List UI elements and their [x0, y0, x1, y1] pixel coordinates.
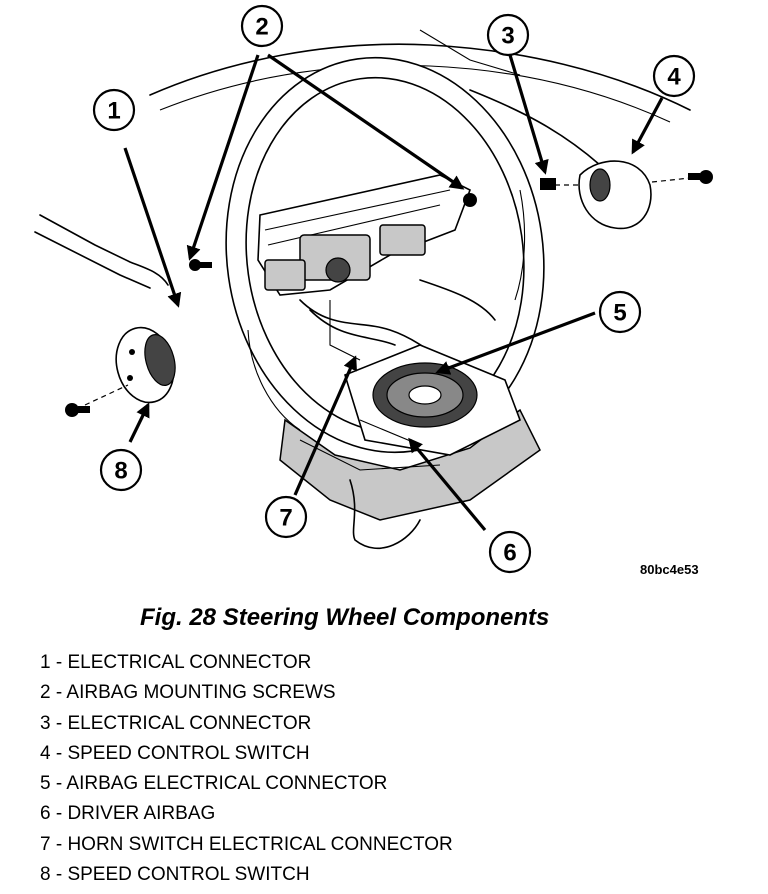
speed-control-switch-left — [65, 326, 176, 417]
svg-text:4: 4 — [667, 64, 681, 91]
svg-text:1: 1 — [107, 98, 120, 125]
callout-2: 2 — [240, 4, 284, 48]
legend-item: 6 - DRIVER AIRBAG — [40, 803, 216, 825]
steering-column — [279, 408, 541, 550]
legend-item: 3 - ELECTRICAL CONNECTOR — [40, 712, 312, 734]
callout-7: 7 — [264, 495, 308, 539]
legend-list: 1 - ELECTRICAL CONNECTOR 2 - AIRBAG MOUN… — [40, 648, 453, 890]
svg-text:5: 5 — [613, 300, 626, 327]
figure-code: 80bc4e53 — [640, 562, 699, 577]
legend-item: 2 - AIRBAG MOUNTING SCREWS — [40, 682, 336, 704]
legend-item: 7 - HORN SWITCH ELECTRICAL CONNECTOR — [40, 833, 453, 855]
svg-text:3: 3 — [501, 23, 514, 50]
driver-airbag — [344, 344, 522, 456]
legend-item: 1 - ELECTRICAL CONNECTOR — [40, 652, 312, 673]
figure-caption: Fig. 28 Steering Wheel Components — [140, 604, 550, 631]
speed-control-switch-right — [540, 160, 713, 230]
legend-item: 5 - AIRBAG ELECTRICAL CONNECTOR — [40, 773, 388, 795]
legend-item: 8 - SPEED CONTROL SWITCH — [40, 864, 310, 886]
steering-wheel-diagram: 1 2 3 4 5 6 7 8 — [34, 4, 713, 574]
legend-item: 4 - SPEED CONTROL SWITCH — [40, 742, 310, 764]
callout-1: 1 — [92, 88, 136, 132]
svg-text:6: 6 — [503, 540, 516, 567]
airbag-mounting-screws — [189, 193, 477, 271]
svg-text:8: 8 — [114, 458, 127, 485]
leader-lines — [123, 53, 664, 532]
callout-3: 3 — [486, 13, 530, 57]
connector-3-plug — [540, 178, 556, 190]
callout-6: 6 — [488, 530, 532, 574]
callout-4: 4 — [652, 54, 696, 98]
callout-8: 8 — [99, 448, 143, 492]
svg-text:7: 7 — [279, 505, 292, 532]
steering-wheel-hub — [257, 174, 496, 381]
callout-5: 5 — [598, 290, 642, 334]
svg-text:2: 2 — [255, 14, 268, 41]
screw-right — [688, 170, 713, 184]
screw-left — [65, 403, 90, 417]
dashboard-outline — [34, 29, 691, 289]
